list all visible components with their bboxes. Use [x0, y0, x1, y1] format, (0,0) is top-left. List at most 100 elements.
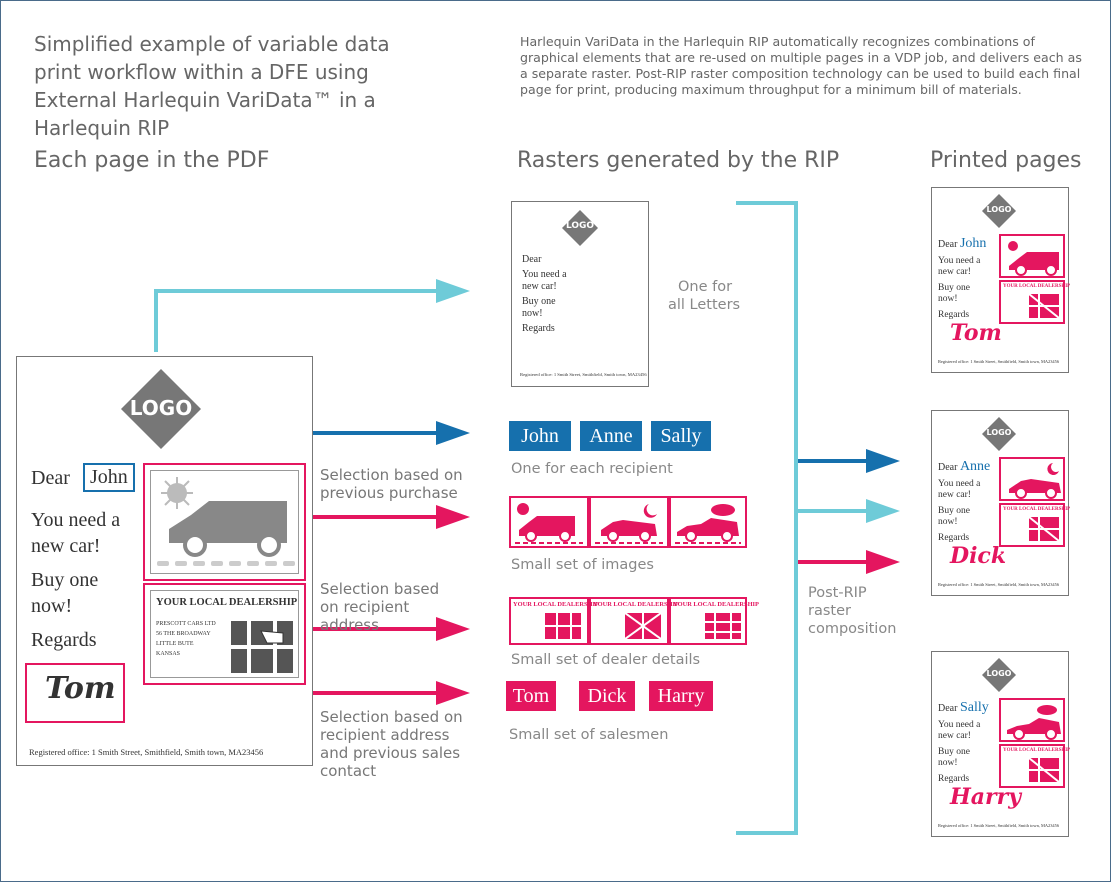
- dealer-card-2-title: YOUR LOCAL DEALERSHIP: [593, 601, 679, 608]
- dealer-address-line-2: 56 THE BROADWAY: [156, 631, 211, 637]
- printed-logo-diamond: [982, 658, 1016, 692]
- car-sun-icon: [515, 503, 583, 544]
- signature: Tom: [45, 671, 116, 706]
- closing-regards: Regards: [31, 629, 97, 651]
- car-icon: [157, 477, 295, 566]
- caption-dealers: Small set of dealer details: [511, 652, 701, 668]
- printed-logo-text: LOGO: [986, 205, 1012, 214]
- printed-name: John: [959, 236, 987, 251]
- label-selection-sales: Selection based on recipient address and…: [320, 708, 463, 780]
- heading-pdf: Each page in the PDF: [34, 148, 270, 173]
- printed-map-icon: [1029, 758, 1059, 782]
- arrowhead-letter: [436, 279, 470, 303]
- printed-dealer-title: YOUR LOCAL DEALERSHIP: [1003, 507, 1071, 512]
- printed-signature: Dick: [950, 543, 1007, 569]
- diagram-title: Simplified example of variable data prin…: [34, 32, 390, 140]
- dealer-card-1-title: YOUR LOCAL DEALERSHIP: [513, 601, 599, 608]
- printed-name: Anne: [959, 459, 991, 474]
- caption-letter: One for all Letters: [668, 278, 740, 314]
- composition-bracket: [736, 201, 798, 835]
- printed-dealer-title: YOUR LOCAL DEALERSHIP: [1003, 748, 1071, 753]
- car-image-2: [589, 496, 669, 548]
- greeting-dear: Dear: [31, 467, 70, 489]
- raster-letter: LOGO Dear You need a new car! Buy one no…: [511, 201, 649, 387]
- printed-regards: Regards: [938, 774, 970, 784]
- printed-footer: Registered office: 1 Smith Street, Smith…: [938, 582, 1060, 587]
- printed-line-4: now!: [938, 294, 958, 304]
- diagram-description: Harlequin VariData in the Harlequin RIP …: [520, 34, 1082, 97]
- composition-label: Post-RIP raster composition: [808, 585, 897, 637]
- arrowhead-dealers: [436, 617, 470, 641]
- printed-logo-diamond: [982, 417, 1016, 451]
- salesman-tag-harry: Harry: [649, 681, 713, 711]
- printed-car-image: [999, 234, 1065, 278]
- printed-dealer-title: YOUR LOCAL DEALERSHIP: [1003, 284, 1071, 289]
- raster-logo-diamond: [562, 210, 598, 246]
- arrowhead-output-cyan: [866, 499, 900, 523]
- raster-line-2: new car!: [522, 281, 557, 292]
- car-image: [150, 470, 299, 574]
- printed-dealer-card: YOUR LOCAL DEALERSHIP: [999, 280, 1070, 324]
- printed-dear: Dear: [938, 462, 958, 473]
- raster-letter-text: Dear You need a new car! Buy one now! Re…: [522, 254, 567, 335]
- printed-car-image: [999, 457, 1065, 501]
- printed-car-icon: [1008, 241, 1059, 276]
- signature-box: Tom: [25, 663, 125, 723]
- pdf-page: LOGO Dear John You need a new car! Buy o…: [16, 356, 313, 766]
- dealer-address: PRESCOTT CARS LTD 56 THE BROADWAY LITTLE…: [156, 619, 216, 659]
- raster-logo-text: LOGO: [565, 221, 595, 231]
- printed-car-icon: [1007, 705, 1061, 740]
- map-icon: [231, 621, 293, 673]
- raster-regards: Regards: [522, 323, 555, 334]
- dealer-address-line-3: LITTLE BUTE: [156, 641, 194, 647]
- dealer-card-3: YOUR LOCAL DEALERSHIP: [669, 597, 759, 645]
- dealer-address-line-1: PRESCOTT CARS LTD: [156, 621, 216, 627]
- printed-map-icon: [1029, 517, 1059, 541]
- body-line-3: Buy one: [31, 569, 99, 591]
- printed-line-3: Buy one: [938, 747, 970, 757]
- dealer-card-1: YOUR LOCAL DEALERSHIP: [509, 597, 599, 645]
- printed-car-icon: [1009, 463, 1061, 499]
- printed-regards: Regards: [938, 310, 970, 320]
- printed-line-2: new car!: [938, 490, 971, 500]
- printed-line-2: new car!: [938, 267, 971, 277]
- printed-car-image: [999, 698, 1065, 742]
- heading-rasters: Rasters generated by the RIP: [517, 148, 840, 173]
- raster-footer: Registered office: 1 Smith Street, Smith…: [520, 372, 647, 377]
- body-text-2: Buy one now!: [31, 567, 98, 619]
- printed-name: Sally: [959, 700, 989, 715]
- heading-printed: Printed pages: [930, 148, 1082, 173]
- name-tag-sally: Sally: [651, 421, 711, 451]
- body-line-4: now!: [31, 595, 73, 617]
- printed-dealer-card: YOUR LOCAL DEALERSHIP: [999, 503, 1070, 547]
- arrowhead-images: [436, 505, 470, 529]
- car-moon-icon: [595, 504, 663, 544]
- name-tag-john: John: [509, 421, 571, 451]
- salesman-tag-dick: Dick: [579, 681, 635, 711]
- dealer-card-3-title: YOUR LOCAL DEALERSHIP: [673, 601, 759, 608]
- printed-greeting: Dear Sally: [938, 700, 989, 716]
- body-line-1: You need a: [31, 509, 121, 531]
- raster-line-3: Buy one: [522, 296, 556, 307]
- printed-footer: Registered office: 1 Smith Street, Smith…: [938, 823, 1060, 828]
- name-tag-anne: Anne: [580, 421, 642, 451]
- raster-dear: Dear: [522, 254, 542, 265]
- arrowhead-salesmen: [436, 681, 470, 705]
- printed-line-2: new car!: [938, 731, 971, 741]
- caption-names: One for each recipient: [511, 461, 673, 477]
- caption-letter-line-1: One for: [678, 279, 733, 295]
- logo-diamond: [121, 369, 201, 449]
- printed-signature: Harry: [950, 784, 1022, 810]
- logo-text: LOGO: [129, 396, 193, 420]
- raster-line-1: You need a: [522, 269, 567, 280]
- arrowhead-output-pink: [866, 550, 900, 574]
- arrowhead-output-blue: [866, 449, 900, 473]
- printed-line-1: You need a: [938, 720, 981, 730]
- dealer-map-icon-2: [625, 613, 661, 639]
- printed-regards: Regards: [938, 533, 970, 543]
